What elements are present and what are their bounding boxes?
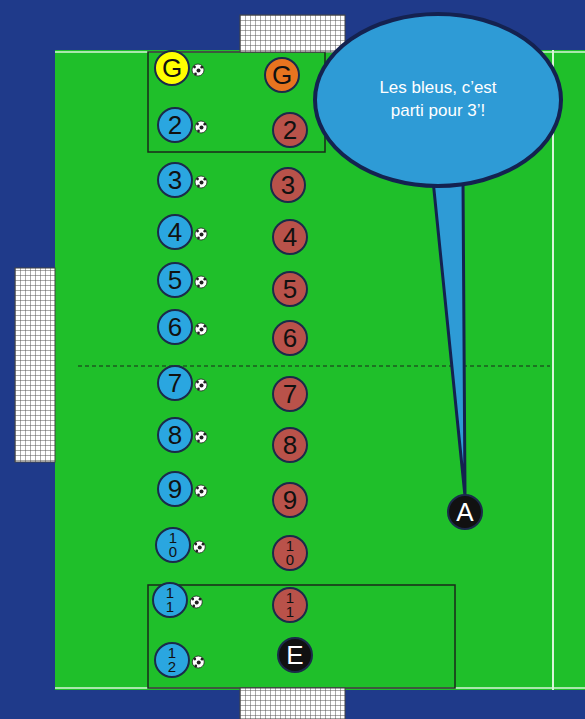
player-number: 3 bbox=[281, 172, 295, 198]
player-circle: 3 bbox=[270, 167, 306, 203]
player-number: 4 bbox=[283, 224, 297, 250]
player-number: 2 bbox=[283, 117, 297, 143]
halfway-line bbox=[78, 365, 550, 366]
player-circle: G bbox=[264, 57, 300, 93]
player-number: G bbox=[272, 62, 292, 88]
player-number: 5 bbox=[283, 276, 297, 302]
marker-circle: A bbox=[447, 494, 483, 530]
marker-circle: E bbox=[277, 637, 313, 673]
player-circle: 9 bbox=[272, 482, 308, 518]
goal bbox=[15, 268, 55, 462]
player-number: A bbox=[456, 499, 473, 525]
ball bbox=[195, 228, 207, 240]
player-number: 8 bbox=[283, 432, 297, 458]
player-number: 12 bbox=[168, 646, 177, 675]
ball bbox=[195, 323, 207, 335]
bubble-outline bbox=[312, 11, 564, 189]
player-circle: 4 bbox=[272, 219, 308, 255]
ball bbox=[195, 485, 207, 497]
player-circle: 6 bbox=[272, 320, 308, 356]
player-number: 10 bbox=[169, 531, 178, 560]
player-number: 9 bbox=[168, 476, 182, 502]
player-circle: 5 bbox=[272, 271, 308, 307]
ball bbox=[195, 431, 207, 443]
callout-text: Les bleus, c’est parti pour 3’! bbox=[373, 77, 503, 123]
ball bbox=[192, 64, 204, 76]
ball bbox=[195, 121, 207, 133]
player-circle: G bbox=[154, 50, 190, 86]
ball bbox=[195, 379, 207, 391]
player-circle: 5 bbox=[157, 262, 193, 298]
player-circle: 8 bbox=[157, 417, 193, 453]
goal bbox=[240, 15, 345, 52]
player-number: G bbox=[162, 55, 182, 81]
player-circle: 9 bbox=[157, 471, 193, 507]
player-number: 11 bbox=[286, 591, 295, 620]
player-circle: 2 bbox=[272, 112, 308, 148]
player-number: 11 bbox=[166, 586, 175, 615]
speech-bubble: Les bleus, c’est parti pour 3’! bbox=[312, 11, 564, 189]
player-number: 2 bbox=[168, 112, 182, 138]
player-circle: 8 bbox=[272, 427, 308, 463]
player-circle: 7 bbox=[157, 365, 193, 401]
penalty-box bbox=[148, 52, 325, 152]
sideline bbox=[552, 50, 554, 690]
player-number: 6 bbox=[168, 314, 182, 340]
player-number: 8 bbox=[168, 422, 182, 448]
ball bbox=[195, 176, 207, 188]
bubble-ellipse bbox=[315, 14, 561, 186]
player-number: 3 bbox=[168, 167, 182, 193]
ball bbox=[192, 656, 204, 668]
goal bbox=[240, 688, 345, 719]
player-circle: 7 bbox=[272, 376, 308, 412]
player-number: 7 bbox=[283, 381, 297, 407]
player-circle: 2 bbox=[157, 107, 193, 143]
ball bbox=[193, 541, 205, 553]
penalty-box bbox=[148, 585, 455, 688]
player-number: 4 bbox=[168, 219, 182, 245]
player-number: E bbox=[286, 642, 303, 668]
ball bbox=[195, 276, 207, 288]
player-circle: 6 bbox=[157, 309, 193, 345]
ball bbox=[190, 596, 202, 608]
player-number: 6 bbox=[283, 325, 297, 351]
player-number: 9 bbox=[283, 487, 297, 513]
player-circle: 3 bbox=[157, 162, 193, 198]
player-number: 7 bbox=[168, 370, 182, 396]
player-circle: 4 bbox=[157, 214, 193, 250]
player-number: 5 bbox=[168, 267, 182, 293]
player-number: 10 bbox=[286, 539, 295, 568]
speech-tail bbox=[433, 180, 465, 496]
